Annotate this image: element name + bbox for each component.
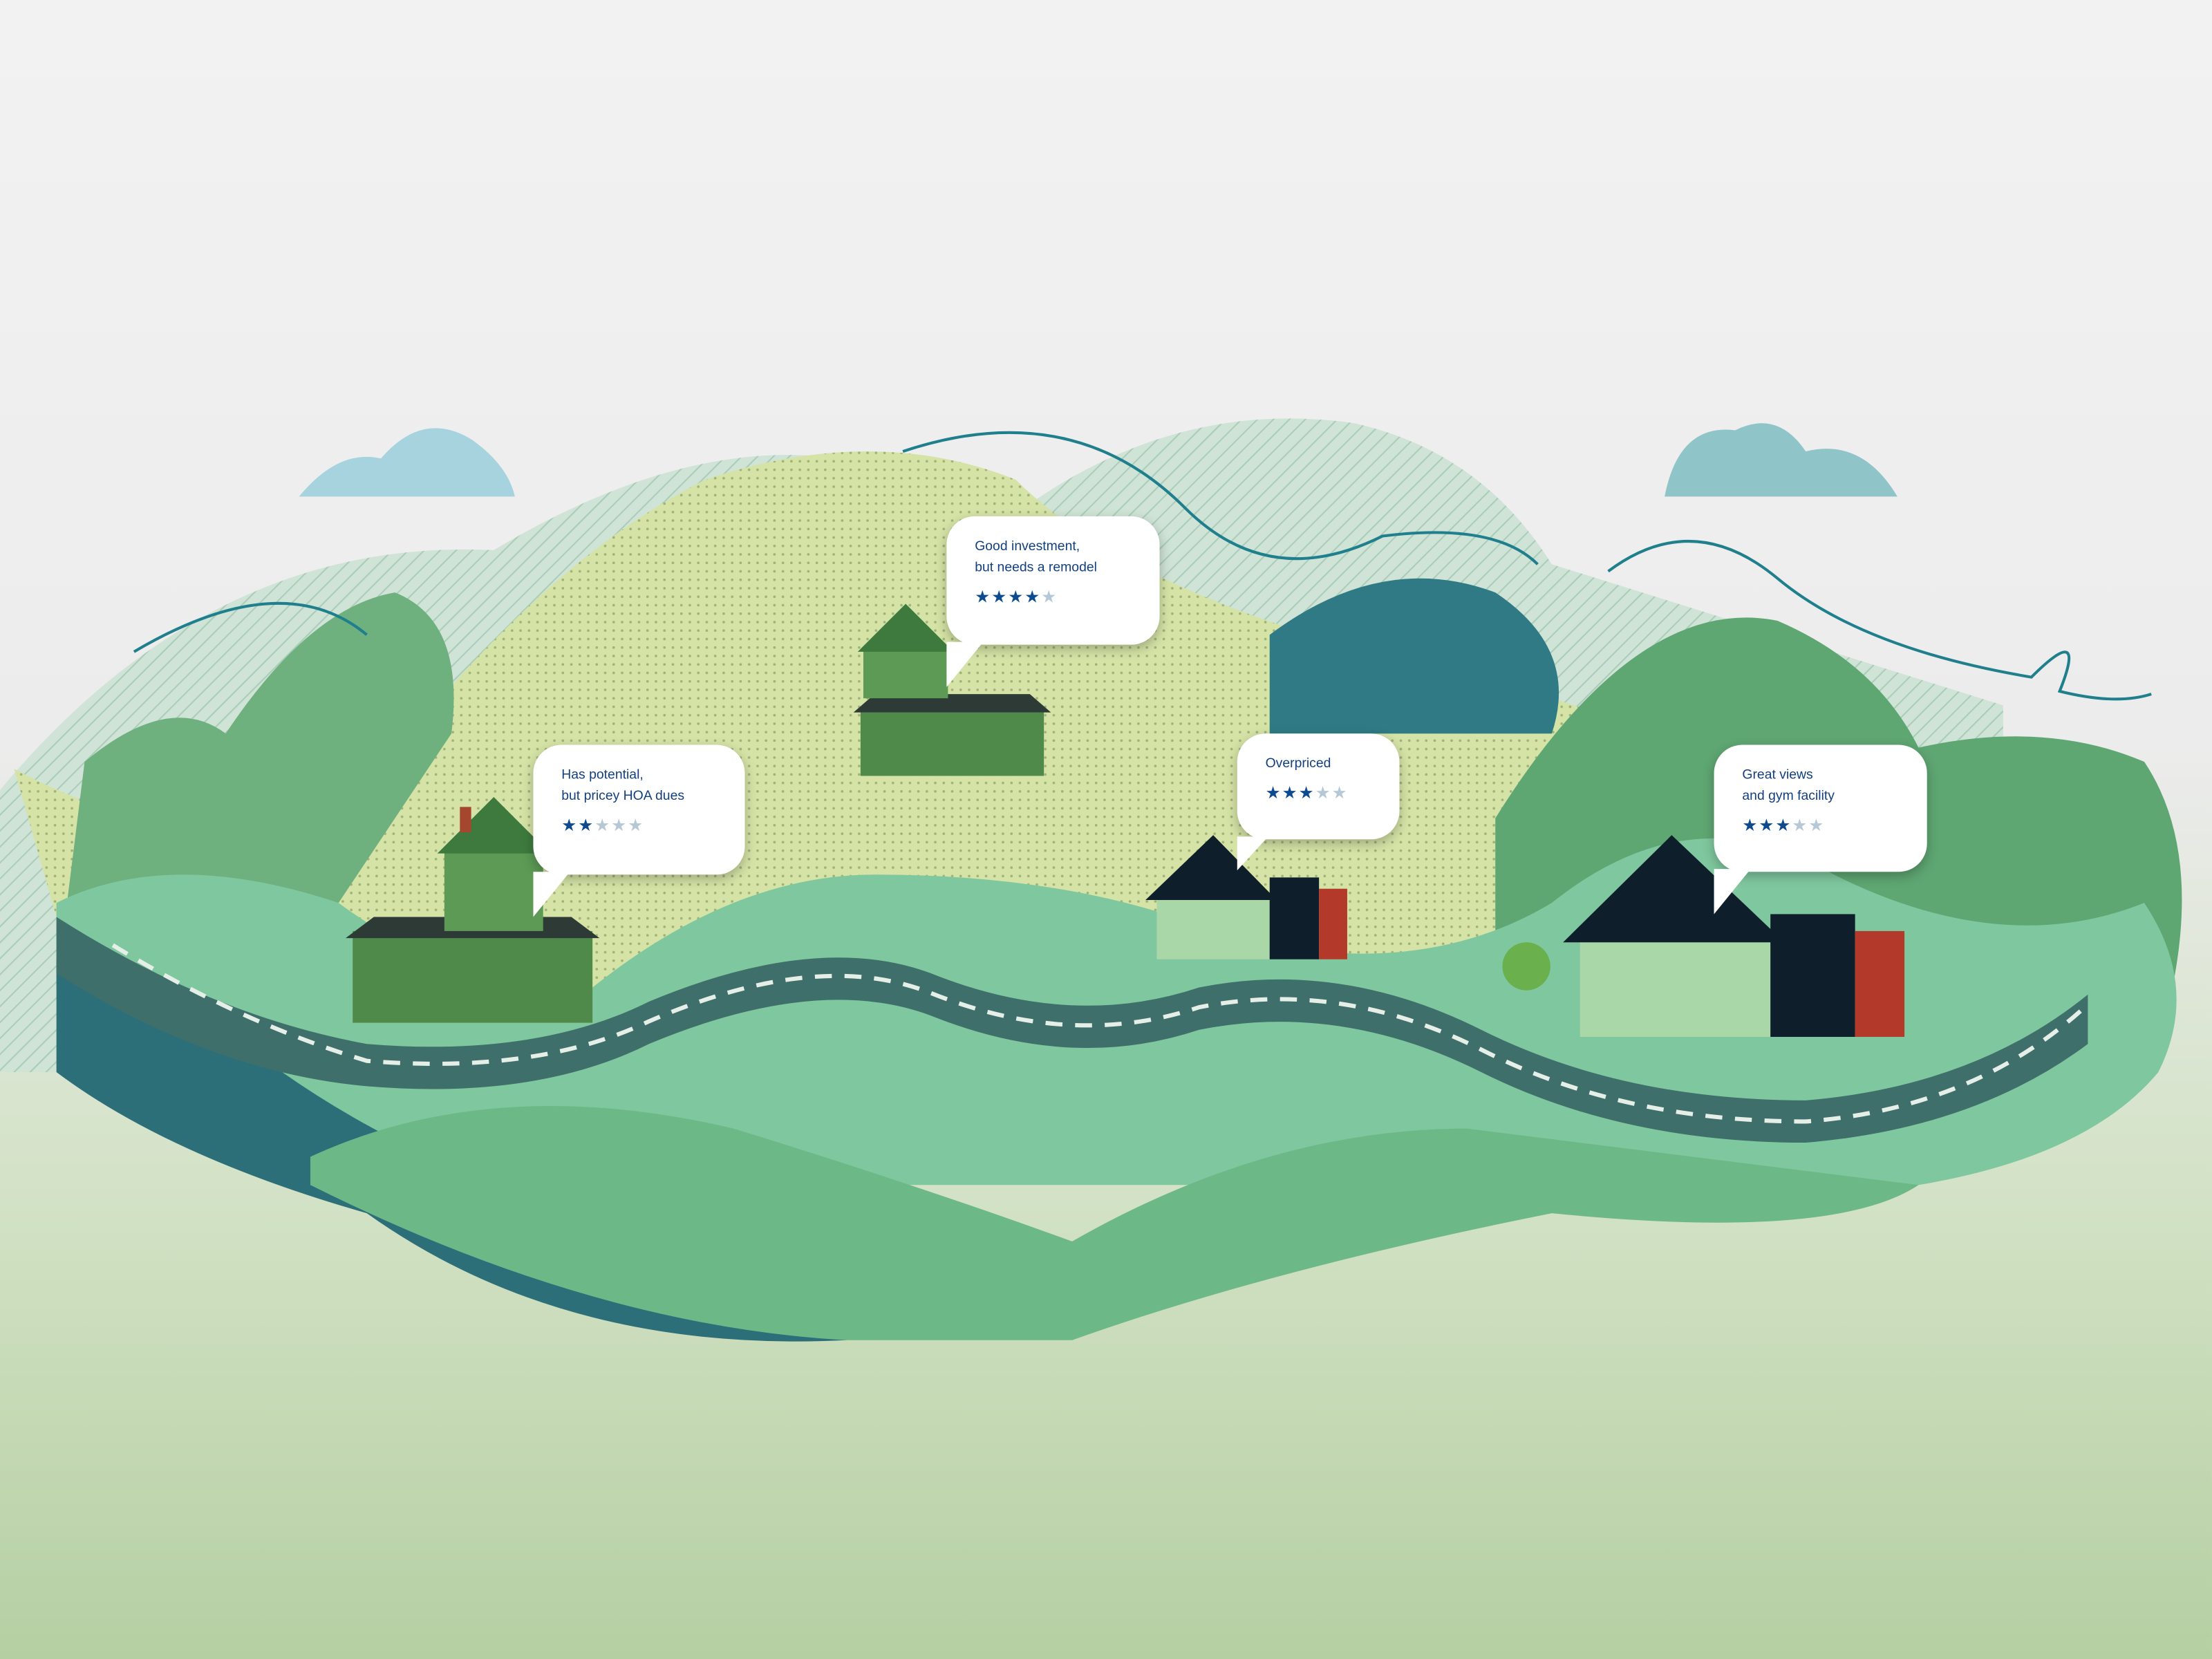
star-filled-icon: ★ bbox=[1265, 782, 1282, 803]
star-rating: ★★★★★ bbox=[975, 587, 1132, 608]
star-empty-icon: ★ bbox=[594, 815, 612, 836]
star-filled-icon: ★ bbox=[1742, 815, 1759, 836]
star-empty-icon: ★ bbox=[1792, 815, 1809, 836]
house-victorian-top bbox=[853, 603, 1051, 776]
review-bubble-4: Great views and gym facility ★★★★★ bbox=[1714, 744, 1927, 915]
star-filled-icon: ★ bbox=[1008, 586, 1025, 607]
star-empty-icon: ★ bbox=[628, 815, 645, 836]
star-rating: ★★★★★ bbox=[561, 816, 716, 837]
star-filled-icon: ★ bbox=[1298, 782, 1315, 803]
house-dark-right bbox=[1502, 835, 1905, 1037]
star-filled-icon: ★ bbox=[1775, 815, 1792, 836]
road bbox=[56, 917, 2088, 1143]
star-filled-icon: ★ bbox=[1282, 782, 1299, 803]
road-dashes bbox=[111, 943, 2090, 1124]
star-filled-icon: ★ bbox=[991, 586, 1009, 607]
review-text-line1: Has potential, bbox=[561, 767, 644, 783]
hill-blue-mid bbox=[1269, 578, 1559, 734]
star-rating: ★★★★★ bbox=[1266, 783, 1371, 805]
review-text-line2: and gym facility bbox=[1742, 788, 1835, 805]
review-bubble-2: Has potential, but pricey HOA dues ★★★★★ bbox=[533, 744, 745, 917]
cloud-left bbox=[299, 428, 515, 497]
hill-green-bottom bbox=[310, 1105, 1919, 1340]
review-text-line2: but needs a remodel bbox=[975, 560, 1097, 576]
cloud-right bbox=[1665, 423, 1897, 497]
review-bubble-3: Overpriced ★★★★★ bbox=[1237, 733, 1400, 871]
star-filled-icon: ★ bbox=[561, 815, 579, 836]
review-bubble-1: Good investment, but needs a remodel ★★★… bbox=[946, 516, 1160, 687]
star-empty-icon: ★ bbox=[1315, 782, 1332, 803]
star-filled-icon: ★ bbox=[578, 815, 595, 836]
review-text-line1: Overpriced bbox=[1265, 756, 1331, 772]
star-filled-icon: ★ bbox=[1759, 815, 1776, 836]
star-empty-icon: ★ bbox=[1041, 586, 1058, 607]
review-text-line1: Great views bbox=[1742, 767, 1813, 783]
star-filled-icon: ★ bbox=[1024, 586, 1042, 607]
star-empty-icon: ★ bbox=[1808, 815, 1826, 836]
swirl-line bbox=[133, 431, 2152, 701]
star-empty-icon: ★ bbox=[611, 815, 628, 836]
star-empty-icon: ★ bbox=[1331, 782, 1349, 803]
house-victorian-left bbox=[345, 797, 600, 1023]
house-dark-middle bbox=[1145, 835, 1347, 959]
review-text-line2: but pricey HOA dues bbox=[561, 788, 685, 805]
star-filled-icon: ★ bbox=[975, 586, 992, 607]
star-rating: ★★★★★ bbox=[1742, 816, 1899, 837]
review-text-line1: Good investment, bbox=[975, 538, 1080, 555]
